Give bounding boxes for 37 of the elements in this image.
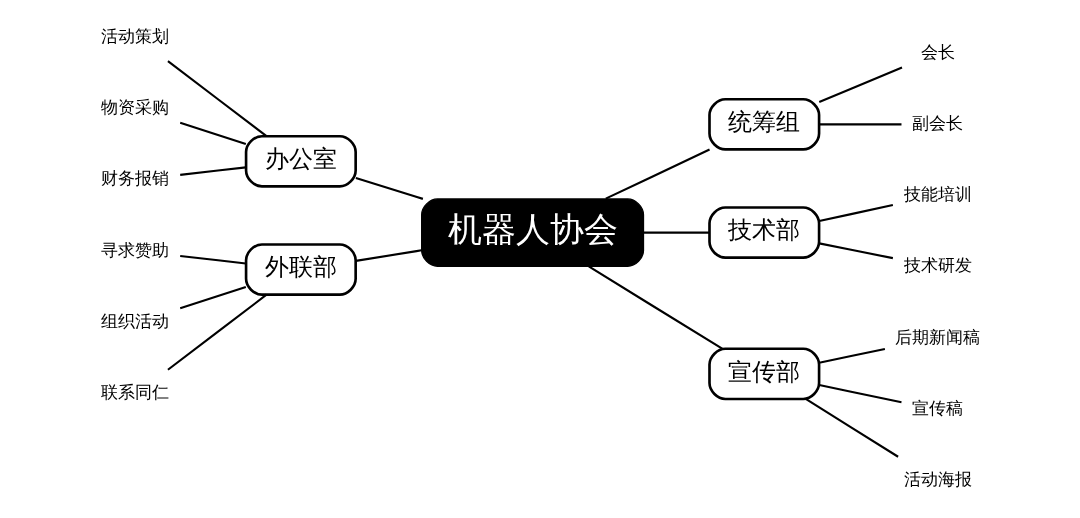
node-box: 统筹组	[707, 97, 820, 151]
connector	[818, 204, 893, 223]
node-text: 后期新闻稿	[894, 326, 980, 347]
node-text: 技术研发	[903, 255, 972, 276]
connector	[179, 121, 246, 145]
node-text: 副会长	[911, 112, 963, 133]
node-box: 外联部	[244, 243, 357, 296]
connector	[818, 66, 902, 103]
connector	[587, 265, 723, 350]
node-text: 物资采购	[100, 96, 169, 117]
connector	[355, 249, 422, 262]
connector	[805, 398, 899, 458]
node-box: 办公室	[244, 134, 357, 188]
connector	[179, 285, 246, 310]
node-box: 技术部	[707, 206, 820, 259]
connector	[166, 60, 267, 137]
node-text: 财务报销	[100, 168, 169, 189]
connector	[818, 123, 901, 126]
node-text: 会长	[920, 41, 955, 62]
node-text: 技能培训	[903, 184, 972, 205]
node-text: 宣传稿	[911, 398, 963, 418]
node-text: 组织活动	[100, 310, 169, 331]
node-text: 活动海报	[903, 469, 972, 490]
connector	[355, 177, 423, 200]
connector	[166, 293, 267, 371]
node-text: 联系同仁	[100, 382, 169, 403]
node-text: 寻求赞助	[100, 239, 169, 260]
connector	[604, 148, 710, 200]
node-box: 宣传部	[707, 347, 820, 401]
connector	[818, 347, 885, 364]
connector	[818, 384, 902, 404]
connector	[179, 166, 246, 176]
connector	[179, 255, 246, 265]
connector	[643, 231, 709, 234]
node-box: 机器人协会	[420, 198, 644, 267]
connector	[818, 242, 893, 260]
node-text: 活动策划	[100, 25, 169, 46]
